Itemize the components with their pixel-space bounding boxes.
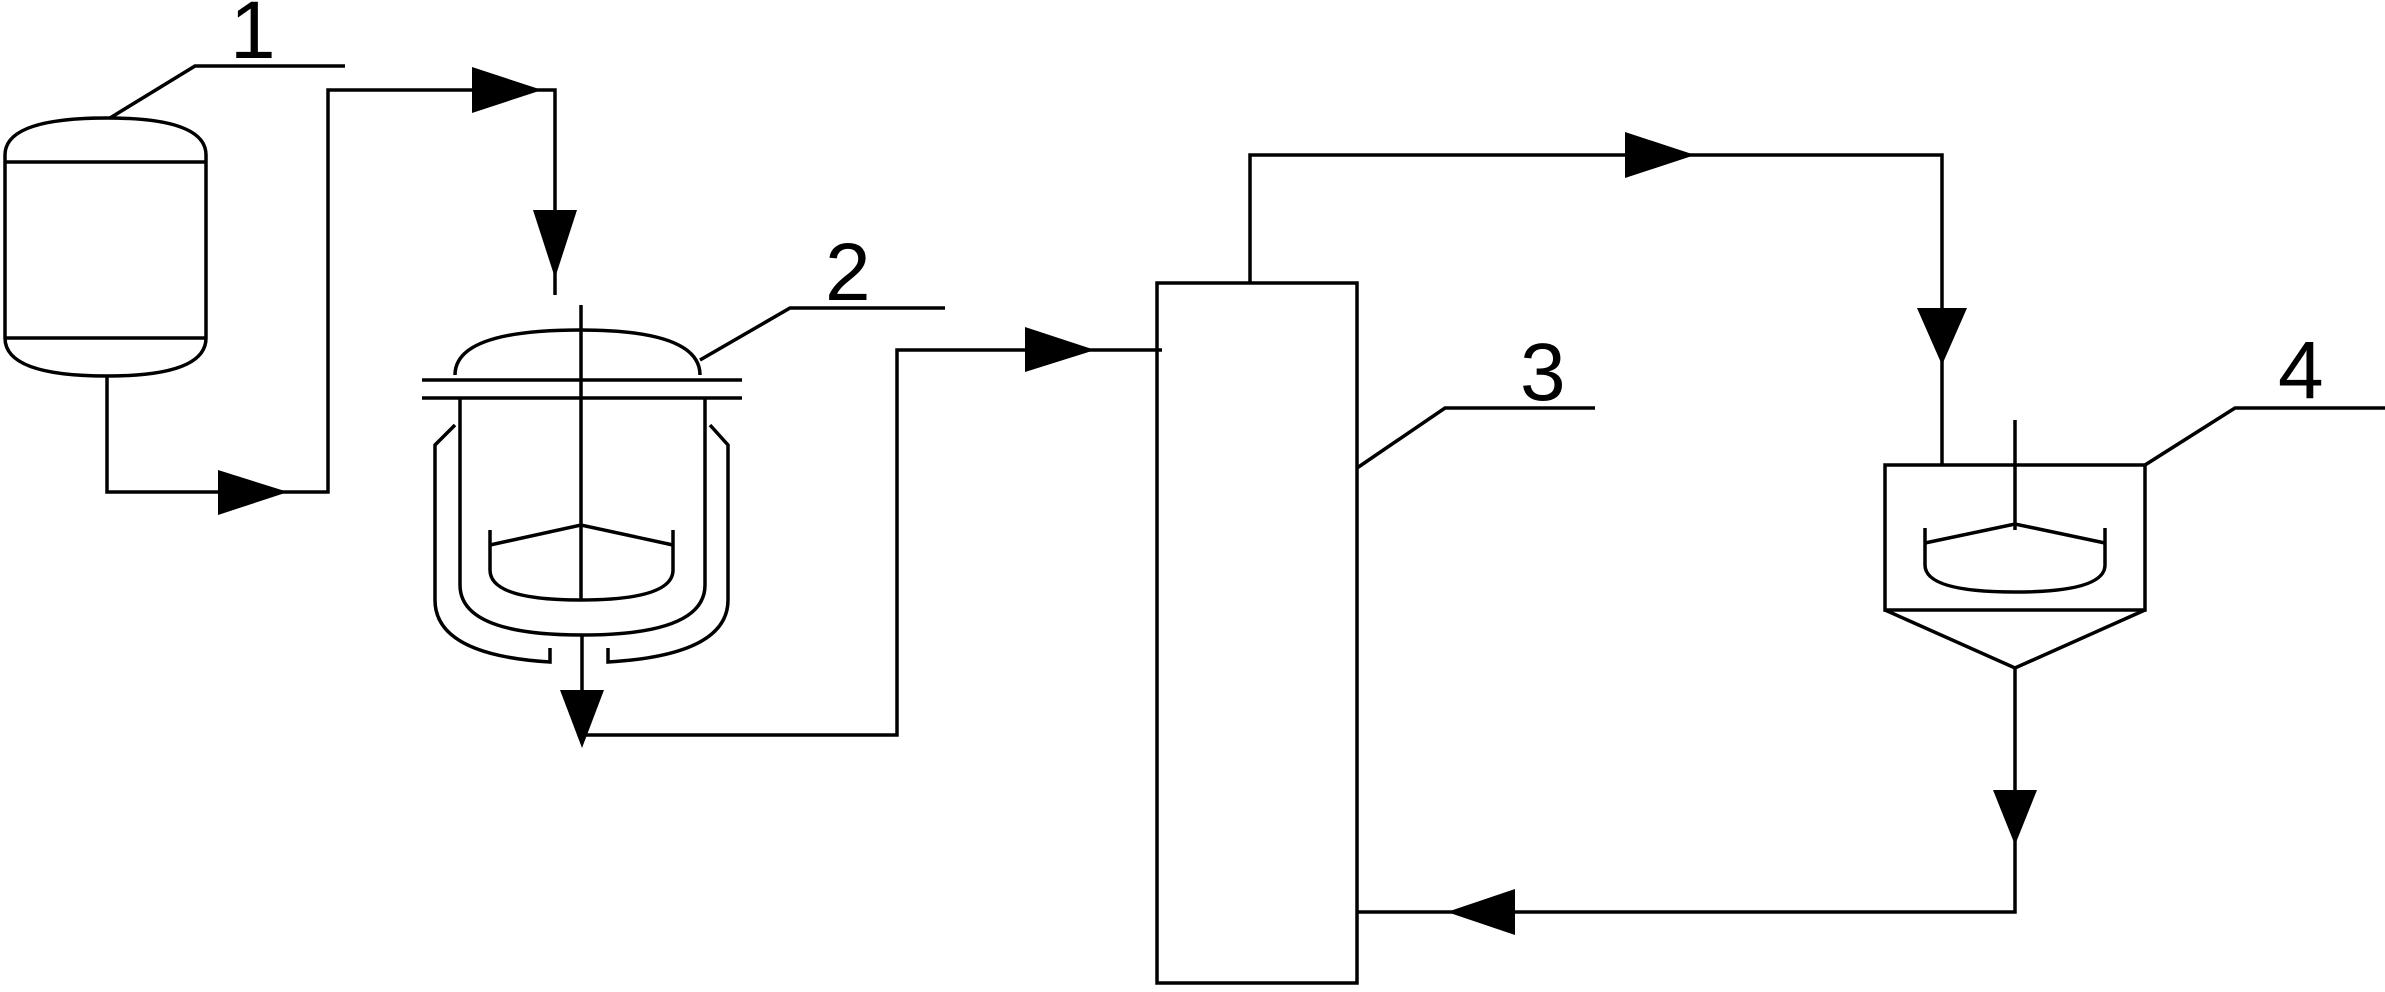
equipment-label-2: 2	[825, 227, 871, 318]
label-2-leader	[699, 306, 945, 362]
flow-arrow-right-4	[1625, 132, 1695, 178]
separation-column	[1155, 281, 1359, 985]
equipment-label-1: 1	[230, 0, 276, 76]
flow-arrow-right-3	[1025, 327, 1095, 372]
flow-arrow-right-2	[472, 67, 542, 113]
flow-arrow-down-4	[1993, 790, 2037, 845]
flow-arrow-down-3	[1917, 308, 1967, 365]
label-4-leader	[2144, 406, 2385, 467]
equipment-label-3: 3	[1520, 327, 1566, 418]
flow-arrow-right-1	[218, 470, 288, 515]
pipe-column-to-crystallizer	[1248, 132, 1967, 465]
crystallizer	[1883, 420, 2147, 670]
pipe-reactor-to-column	[560, 327, 1162, 748]
pipe-crystallizer-to-column	[1357, 668, 2037, 935]
equipment-label-4: 4	[2278, 325, 2324, 416]
label-3-leader	[1356, 406, 1595, 470]
pipe-tank-to-reactor	[105, 67, 577, 515]
flow-arrow-left-1	[1447, 889, 1515, 935]
storage-tank	[3, 116, 208, 378]
flow-arrow-down-1	[533, 210, 577, 278]
jacketed-reactor	[422, 305, 742, 664]
label-1-leader	[109, 64, 345, 120]
flow-arrow-down-2	[560, 690, 604, 748]
